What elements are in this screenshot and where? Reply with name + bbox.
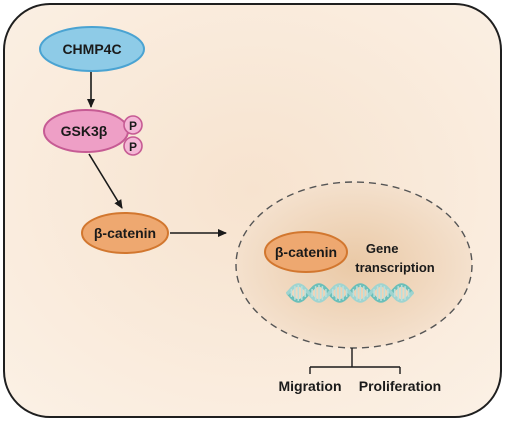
gsk3b-node: GSK3β [43,109,129,153]
arrow-gsk3b-to-beta-catenin [88,153,123,209]
svg-text:P: P [129,140,137,154]
chmp4c-label: CHMP4C [62,41,121,57]
proliferation-label: Proliferation [359,378,441,394]
chmp4c-node: CHMP4C [39,26,145,72]
gene-transcription-label: Gene transcription [355,241,435,275]
svg-text:P: P [129,119,137,133]
nucleus [235,181,473,349]
beta-catenin-nucleus-node: β-catenin [264,231,348,273]
beta-catenin-nucleus-label: β-catenin [275,244,337,260]
outcome-bracket [309,348,401,374]
beta-catenin-cytoplasm-label: β-catenin [94,225,156,241]
migration-label: Migration [279,378,342,394]
beta-catenin-cytoplasm-node: β-catenin [81,212,169,254]
dna-helix-icon [286,283,414,303]
phosphate-group-1: P [123,115,143,135]
gsk3b-label: GSK3β [61,123,108,139]
phosphate-group-2: P [123,136,143,156]
